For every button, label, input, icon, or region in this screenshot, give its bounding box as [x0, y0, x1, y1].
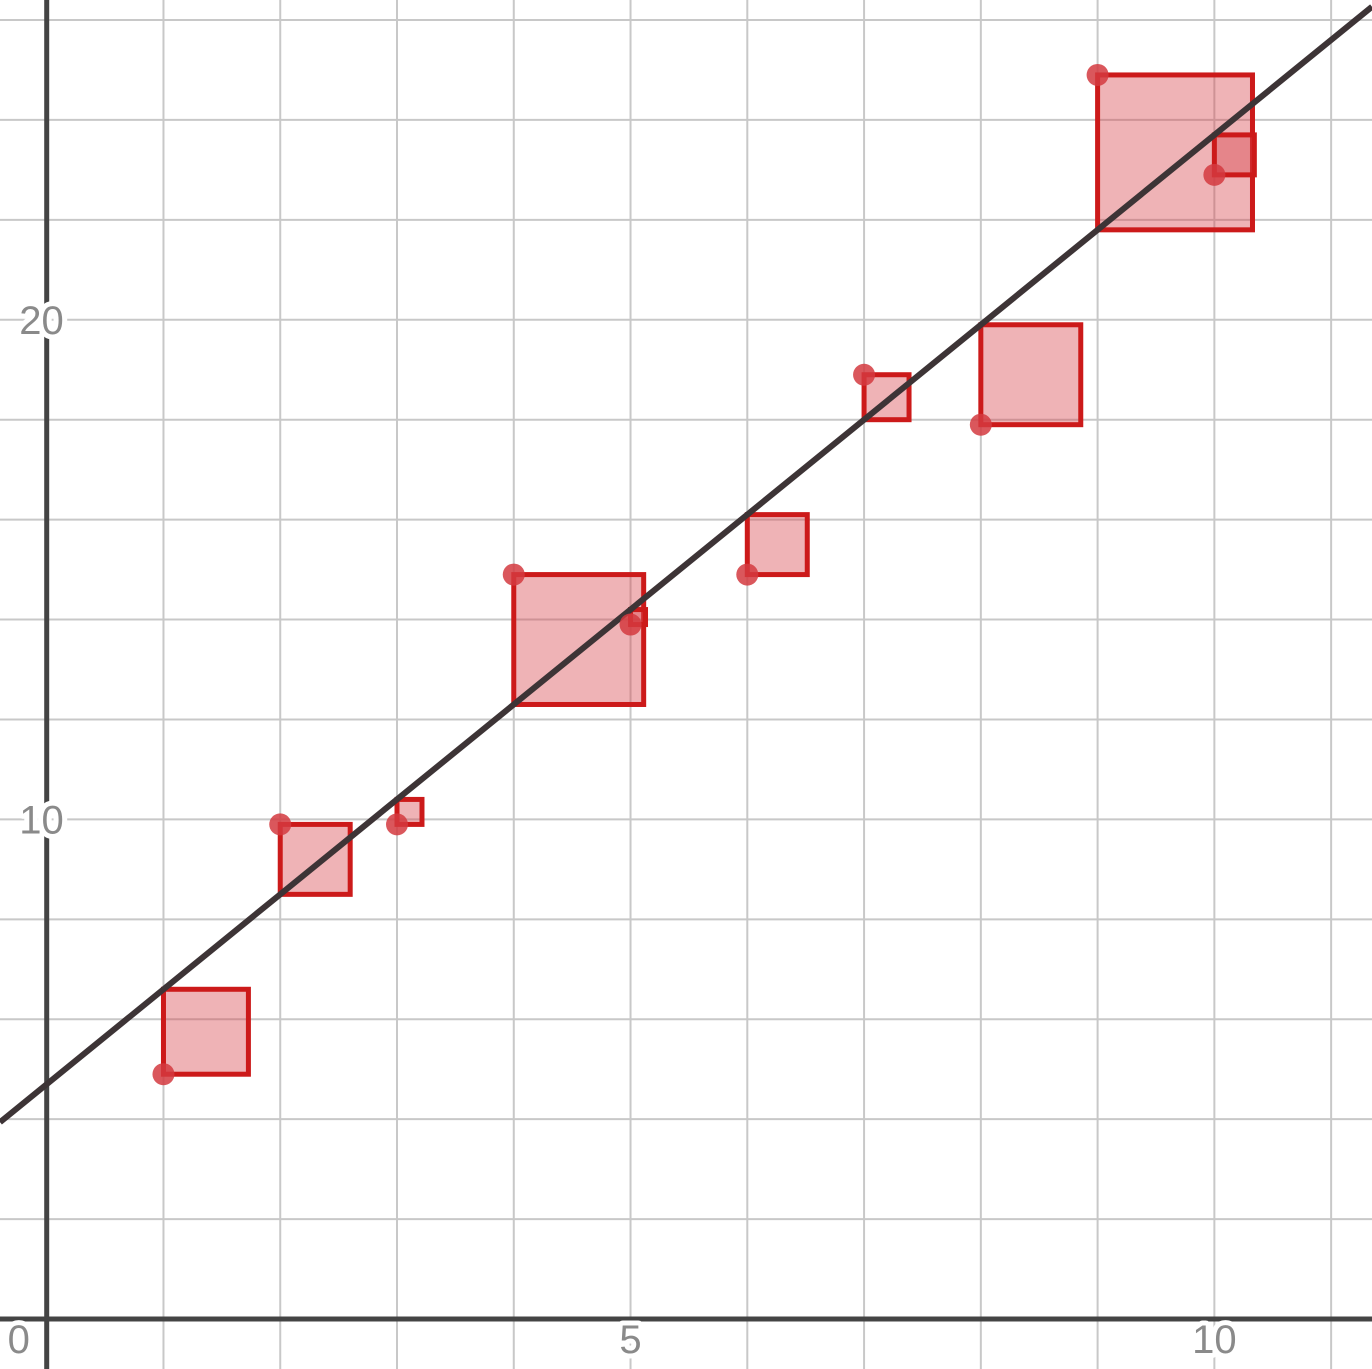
data-point — [969, 413, 992, 436]
y-tick-label: 20 — [19, 299, 64, 343]
x-tick-label: 5 — [619, 1318, 641, 1362]
residual-squares — [160, 72, 1257, 1077]
residual-square — [511, 572, 647, 707]
residual-square — [744, 512, 810, 578]
data-point — [1203, 163, 1226, 186]
data-point — [853, 363, 876, 386]
data-point — [386, 813, 409, 836]
tick-labels: 0 5 10 10 20 — [3, 294, 1242, 1367]
data-point — [502, 563, 525, 586]
data-point — [736, 563, 759, 586]
data-point — [1086, 63, 1109, 86]
data-point — [619, 613, 642, 636]
data-point — [269, 813, 292, 836]
residual-square — [160, 986, 251, 1077]
y-tick-label: 10 — [19, 798, 64, 842]
x-tick-label: 10 — [1192, 1318, 1237, 1362]
regression-line-group — [0, 4, 1372, 1125]
residual-square — [1095, 72, 1255, 233]
data-point — [152, 1063, 175, 1086]
residual-square — [978, 322, 1084, 428]
regression-line — [0, 4, 1372, 1125]
data-points — [152, 63, 1226, 1086]
x-tick-label: 0 — [8, 1318, 30, 1362]
